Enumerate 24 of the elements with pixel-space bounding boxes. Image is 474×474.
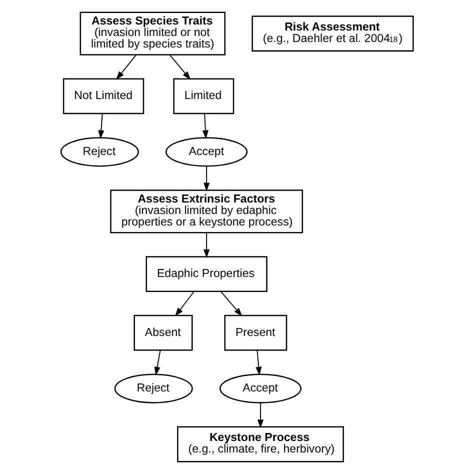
- node-box: Absent: [134, 314, 193, 351]
- arrow: [256, 350, 262, 376]
- node-box: Assess Species Traits (invasion limited or not limited by species traits): [80, 12, 226, 56]
- arrow: [169, 54, 191, 80]
- node-box: Present: [224, 314, 288, 351]
- arrow: [204, 232, 210, 258]
- node-box: Edaphic Properties: [146, 256, 268, 292]
- arrow: [98, 113, 104, 139]
- arrow: [257, 402, 264, 428]
- node-box: Keystone Process (e.g., climate, fire, herbivory): [177, 426, 344, 462]
- arrow: [204, 166, 210, 192]
- node-ellipse: Reject: [60, 137, 139, 167]
- arrow: [175, 291, 195, 316]
- node-box: Limited: [173, 78, 234, 114]
- arrow: [220, 291, 242, 316]
- node-box: Not Limited: [62, 78, 144, 114]
- arrow: [154, 350, 161, 376]
- node-box: Risk Assessment (e.g., Daehler et al. 200418): [252, 16, 414, 52]
- node-box: Assess Extrinsic Factors (invasion limited by edaphic properties or a keystone process): [110, 190, 304, 234]
- node-ellipse: Accept: [166, 137, 248, 167]
- node-ellipse: Reject: [114, 374, 193, 404]
- arrow: [202, 113, 208, 139]
- arrow: [116, 54, 136, 80]
- node-ellipse: Accept: [220, 374, 302, 404]
